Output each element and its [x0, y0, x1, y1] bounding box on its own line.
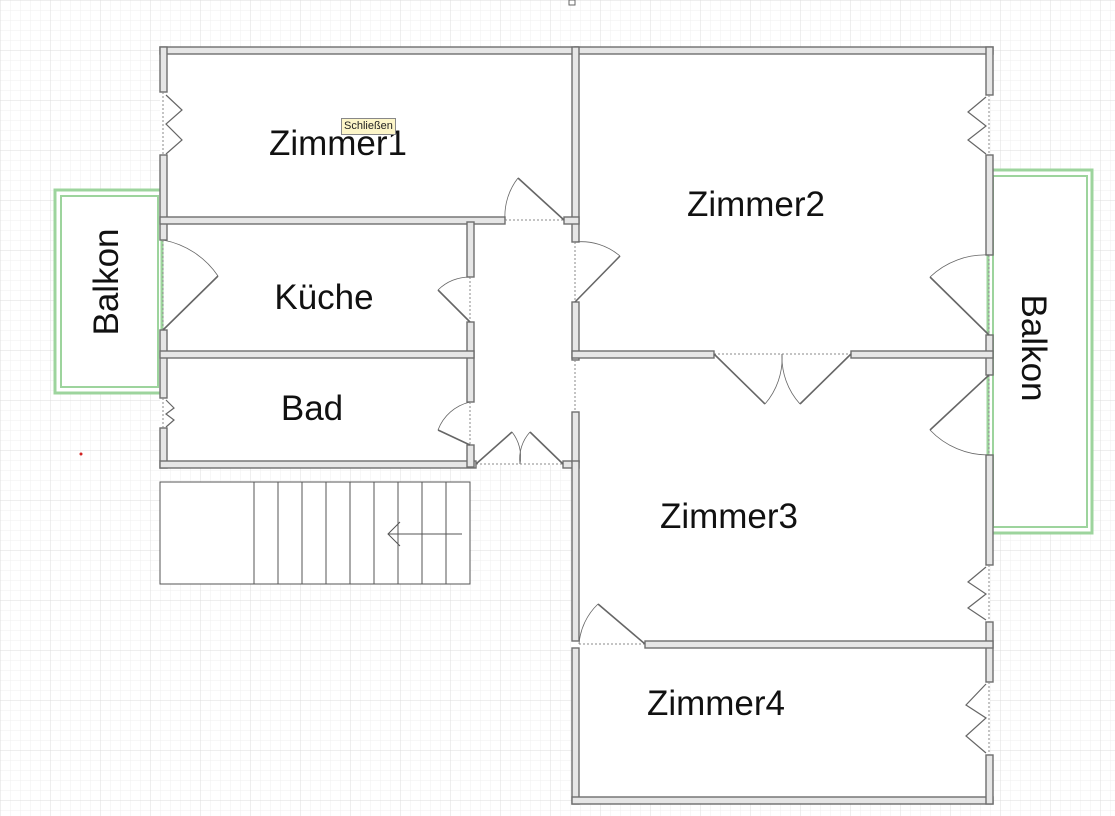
- wall-z2-z3-left: [571, 350, 715, 359]
- doors: [162, 177, 990, 645]
- wall-z3-z4: [644, 640, 994, 649]
- wall-center-1: [571, 46, 580, 243]
- room-label-balkon-left: Balkon: [87, 228, 126, 335]
- wall-kueche-right-1: [466, 221, 475, 278]
- wall-right-4: [985, 454, 994, 566]
- wall-left-1: [159, 46, 168, 93]
- wall-right-6: [985, 754, 994, 805]
- wall-zimmer1-bottom: [159, 216, 506, 225]
- windows: [165, 94, 988, 754]
- room-label-kueche: Küche: [274, 278, 373, 317]
- wall-bottom-left: [159, 460, 477, 469]
- wall-kueche-bad: [159, 350, 475, 359]
- room-label-zimmer3: Zimmer3: [660, 497, 798, 536]
- wall-center-3: [571, 411, 580, 463]
- room-label-balkon-right: Balkon: [1014, 294, 1053, 401]
- wall-bottom-right: [571, 796, 994, 805]
- wall-right-2: [985, 154, 994, 256]
- red-dot-marker: [79, 452, 83, 456]
- tooltip-close: Schließen: [341, 118, 396, 135]
- wall-top-left: [159, 46, 579, 55]
- wall-center-4: [571, 460, 580, 642]
- staircase: [159, 481, 471, 585]
- wall-right-5: [985, 621, 994, 683]
- balcony-right: [986, 168, 1094, 535]
- openings: [162, 92, 990, 755]
- room-label-bad: Bad: [281, 389, 343, 428]
- wall-right-1: [985, 46, 994, 96]
- wall-zimmer1-bottom-stub: [563, 216, 580, 225]
- top-handle-marker[interactable]: [568, 0, 576, 6]
- wall-top-right: [574, 46, 994, 55]
- balcony-left: [53, 188, 164, 395]
- wall-bad-right: [466, 444, 475, 468]
- wall-center-5: [571, 647, 580, 805]
- wall-z2-z3-right: [850, 350, 994, 359]
- wall-kueche-right-2: [466, 321, 475, 403]
- room-label-zimmer4: Zimmer4: [647, 684, 785, 723]
- wall-left-3: [159, 329, 168, 399]
- room-label-zimmer2: Zimmer2: [687, 185, 825, 224]
- wall-left-2: [159, 154, 168, 241]
